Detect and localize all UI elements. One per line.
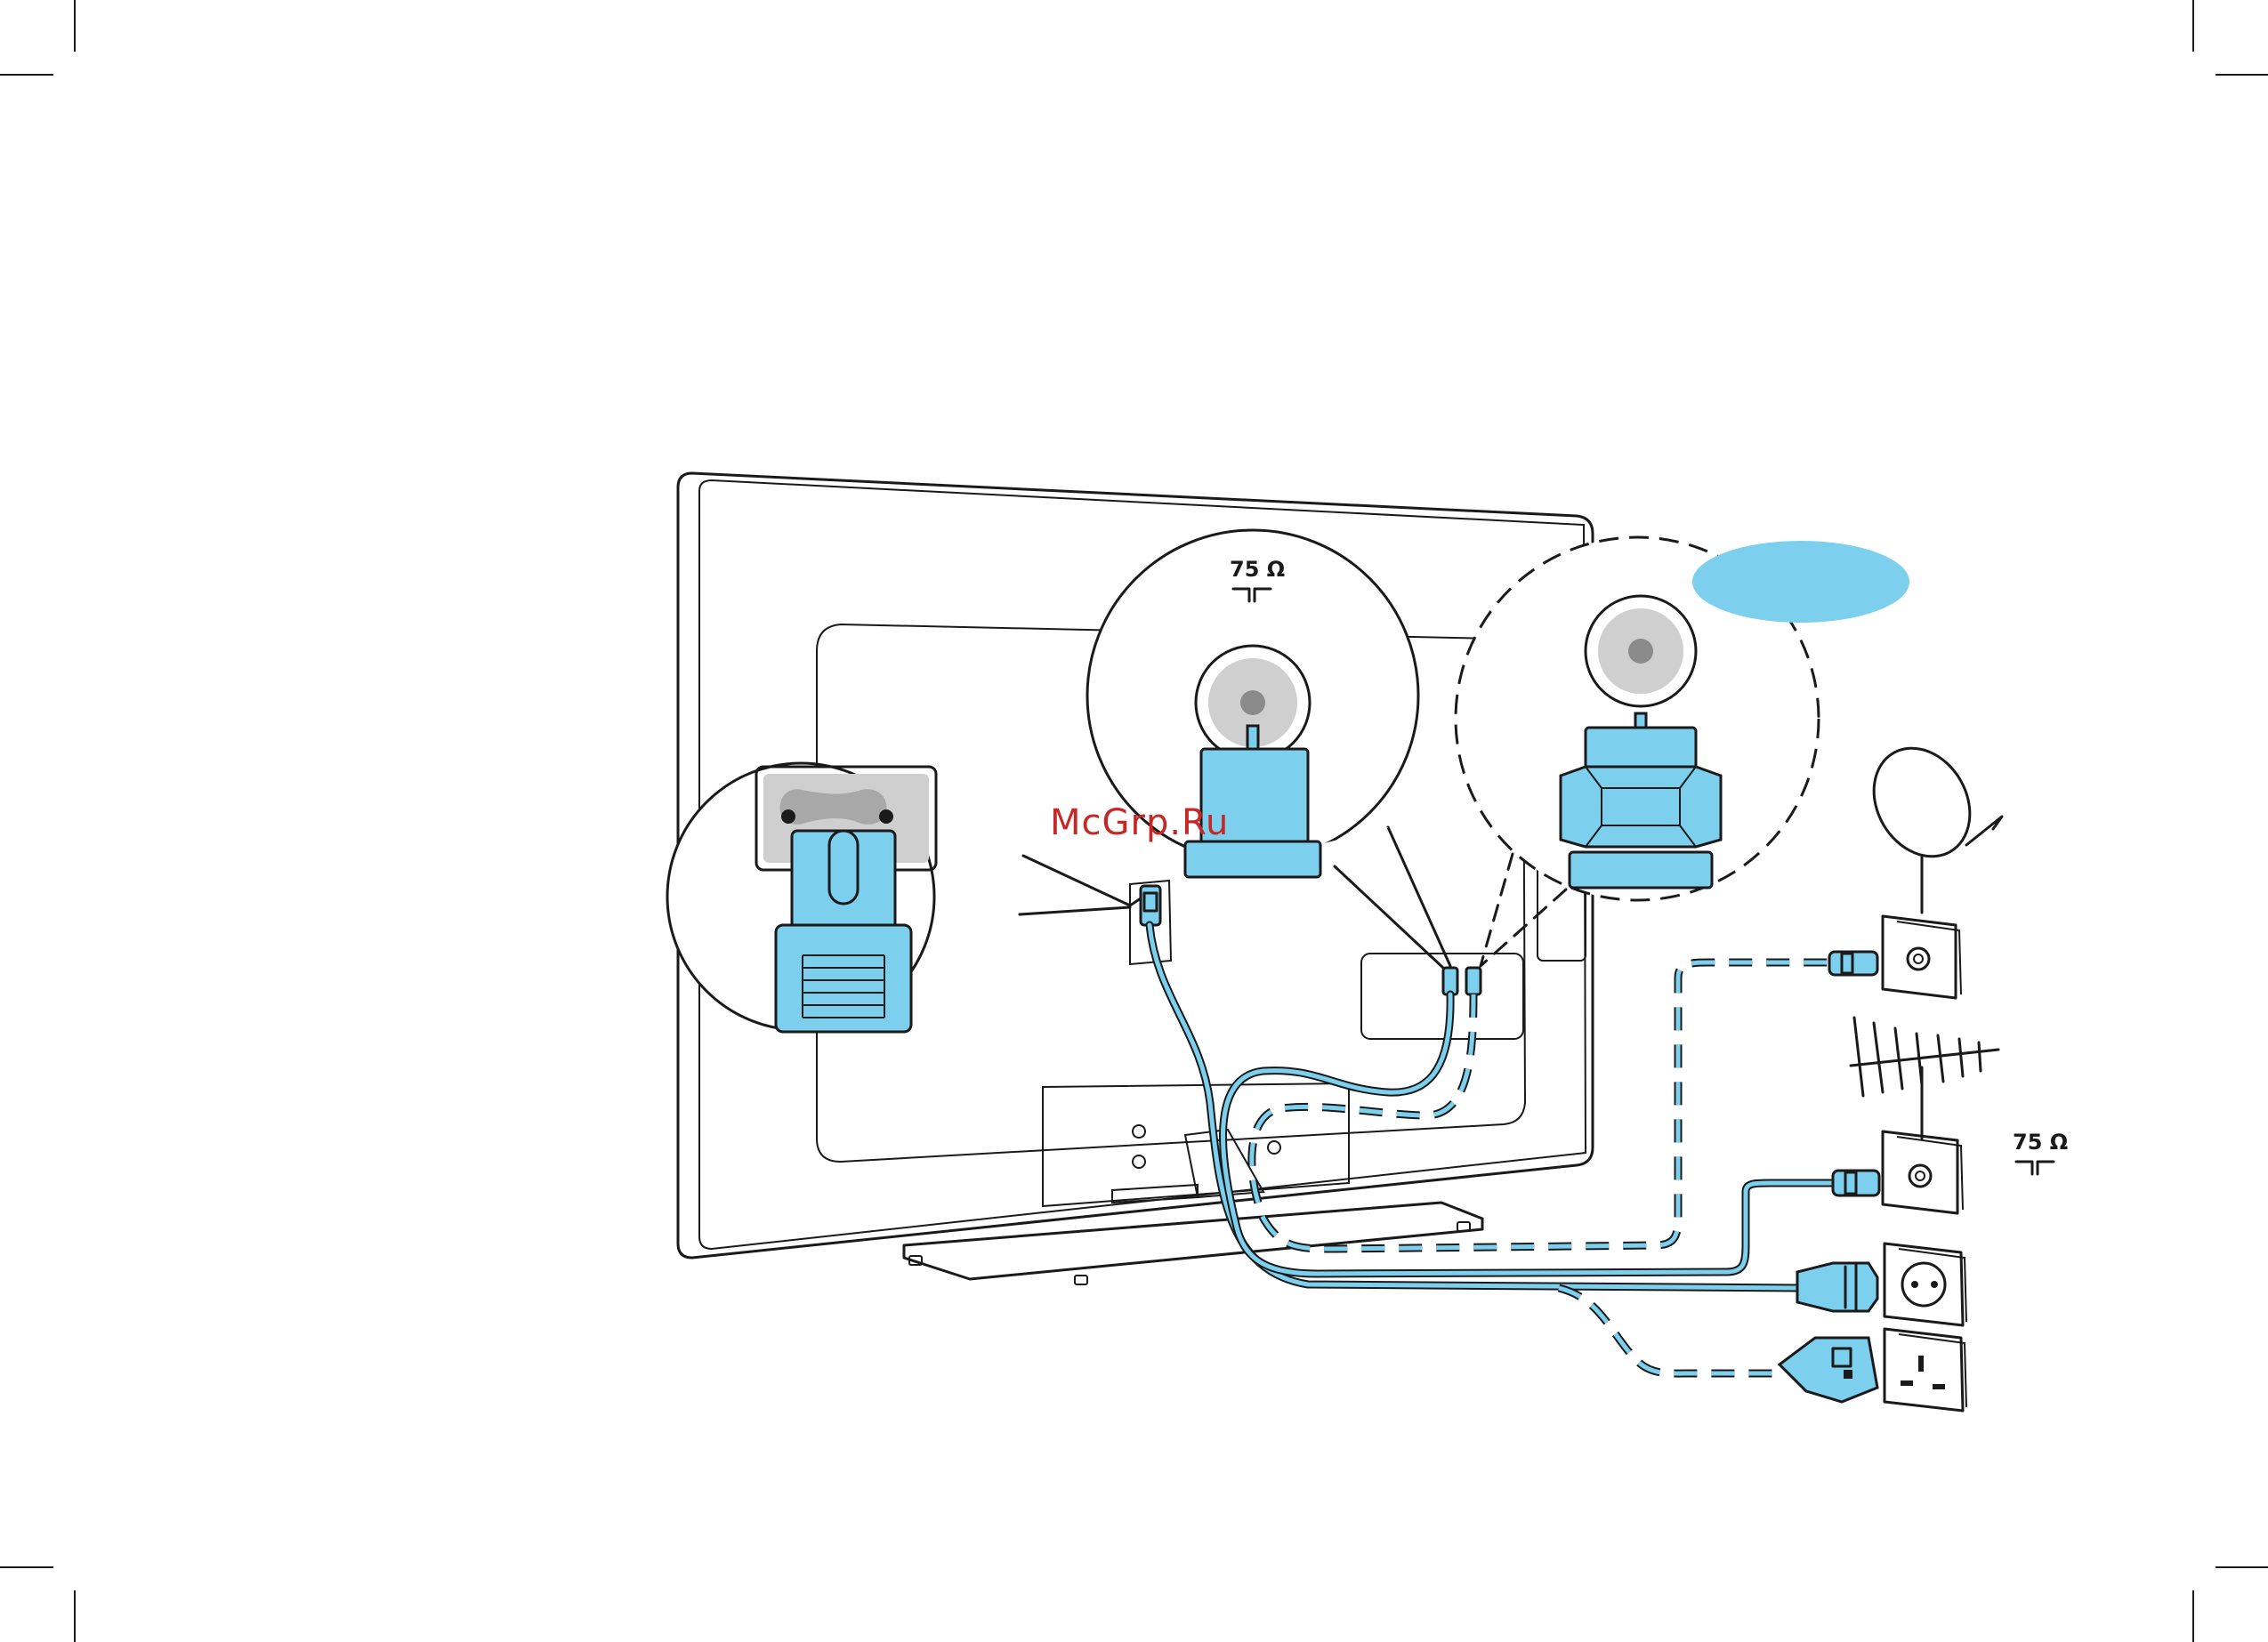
yagi-antenna-icon (1851, 1018, 1998, 1139)
eu-wall-socket-icon (1885, 1244, 1966, 1325)
impedance-label-side: 75 Ω (2013, 1130, 2068, 1174)
impedance-text-side: 75 Ω (2013, 1130, 2068, 1155)
uk-wall-socket-icon (1885, 1329, 1966, 1411)
satellite-wall-socket (1883, 916, 1961, 998)
satellite-plug (1829, 952, 1877, 975)
blue-label-blob (1692, 541, 1909, 623)
uk-power-plug (1780, 1338, 1877, 1402)
impedance-text-zoom: 75 Ω (1230, 557, 1285, 582)
antenna-plug (1833, 1171, 1879, 1195)
eu-power-plug (1797, 1263, 1877, 1311)
uk-power-cable (1559, 1288, 1780, 1373)
watermark-text: McGrp.Ru (1050, 802, 1229, 843)
coax-terminal-icon (2016, 1162, 2054, 1174)
zoom-bubble-satellite (1456, 537, 1909, 900)
tv-antenna-inputs (1443, 968, 1481, 994)
zoom-bubble-power (667, 763, 936, 1032)
satellite-dish-icon (1855, 731, 2002, 913)
antenna-wall-socket (1883, 1131, 1963, 1213)
